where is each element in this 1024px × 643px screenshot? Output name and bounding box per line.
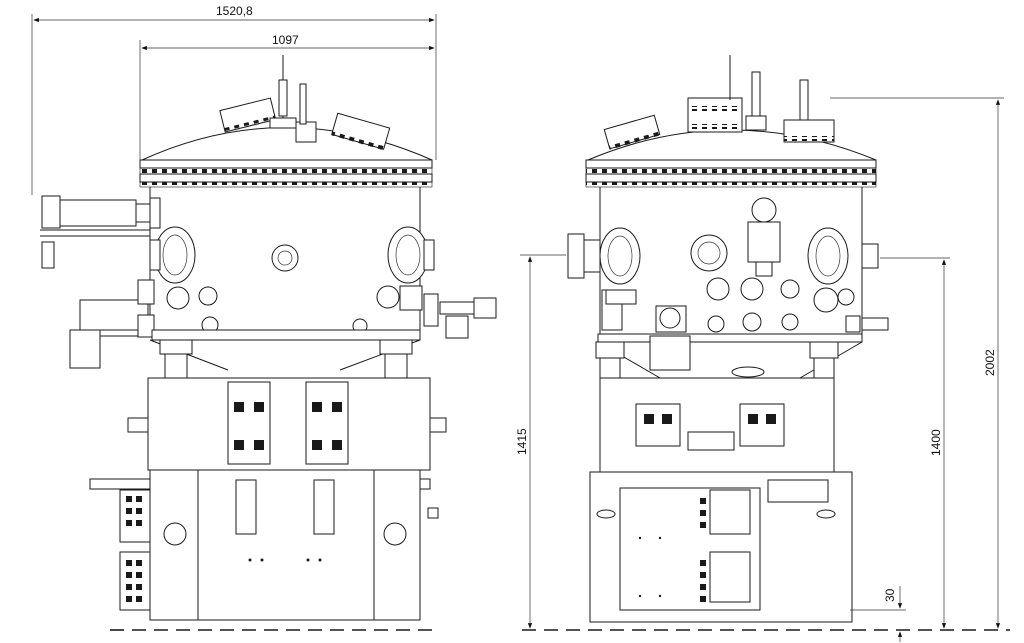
connector-panel-lower [119,551,151,611]
dimension-base-height-right: 1400 [880,257,950,629]
flange-stack-left [137,279,219,338]
connector-panel-upper [119,489,151,543]
pump-block-left-b [305,381,349,465]
side-port-large-right [387,226,435,284]
dimension-total-height: 2002 [830,97,1004,629]
dim-base-height-left-label: 1415 [515,428,529,455]
top-port-right-a [603,114,661,150]
support-plate-right [597,333,863,343]
top-feedthrough-left [269,55,317,143]
side-port-large-left [149,226,196,284]
flange-bolts-lower-left [139,181,433,188]
flange-stack-right [352,285,497,339]
dimension-lid-width: 1097 [139,33,435,160]
top-port-tilted-left [219,97,277,133]
dim-foot-height-label: 30 [883,588,897,602]
dim-base-height-right-label: 1400 [929,429,943,456]
side-port-right-right-view [807,227,879,285]
dimension-base-height-left: 1415 [515,254,566,629]
center-port-right-view [690,234,728,272]
dim-lid-width-label: 1097 [272,33,299,47]
flange-bolts-left [139,167,433,175]
top-port-right-b [687,97,743,133]
top-flange-left [139,159,433,169]
pump-block-left-a [227,381,271,465]
dim-overall-width-label: 1520,8 [216,4,253,18]
top-feedthrough-right [729,55,835,143]
pump-frame-right [599,377,835,473]
top-flange-right [585,159,877,169]
port-row-right-view [601,277,889,333]
front-view [40,55,497,621]
pump-frame-left [147,377,431,471]
side-view [567,55,889,623]
dimension-foot-height: 30 [850,586,906,642]
top-port-tilted-right [331,112,391,151]
pump-block-right-a [635,403,681,447]
cabinet-left [149,469,421,621]
dim-total-height-label: 2002 [983,349,997,376]
valve-assembly-right-view [747,197,781,277]
lower-flange-left [139,173,433,183]
side-port-left-right-view [567,227,641,285]
cabinet-door-right [619,487,761,611]
support-plate-left [151,329,421,341]
pump-block-right-b [739,403,785,447]
dimension-overall-width: 1520,8 [31,4,437,195]
center-viewport-left [271,244,299,272]
